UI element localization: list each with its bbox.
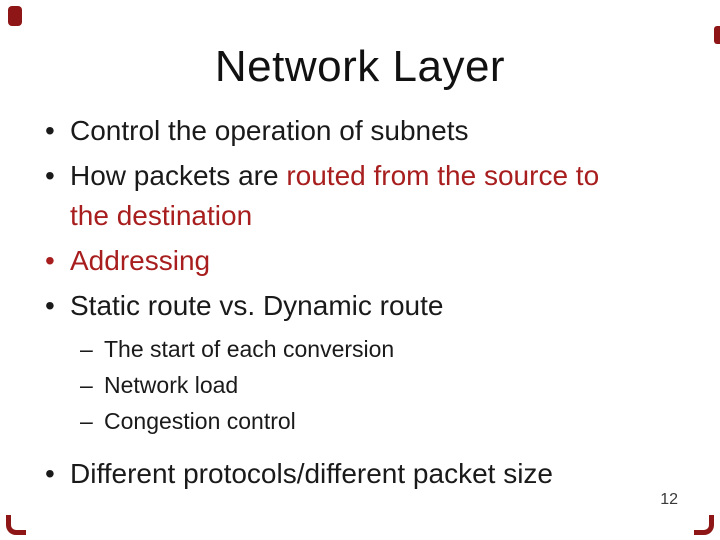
slide-title: Network Layer	[214, 42, 506, 91]
bullet-text-red-segment: routed from the source to	[286, 160, 600, 192]
sub-bullet-item-conversion-start: – The start of each conversion	[80, 331, 673, 367]
bullet-item-control-subnets: • Control the operation of subnets	[45, 111, 673, 151]
sub-bullet-list: – The start of each conversion – Network…	[80, 331, 673, 439]
border-fragment-top-left-icon	[8, 6, 22, 26]
bullet-item-how-packets-routed: • How packets are routed from the source…	[45, 156, 673, 236]
sub-bullet-item-congestion-control: – Congestion control	[80, 403, 673, 439]
sub-bullet-text: Network load	[104, 372, 239, 399]
dash-icon: –	[80, 408, 93, 435]
bullet-item-static-vs-dynamic: • Static route vs. Dynamic route	[45, 286, 673, 326]
bullet-list: • Control the operation of subnets • How…	[45, 111, 673, 494]
sub-bullet-text: Congestion control	[104, 408, 296, 435]
bullet-text: Addressing	[70, 245, 211, 277]
bullet-item-addressing: • Addressing	[45, 241, 673, 281]
bullet-text: Different protocols/different packet siz…	[70, 458, 553, 490]
border-fragment-bottom-right-icon	[694, 515, 714, 535]
border-fragment-bottom-left-icon	[6, 515, 26, 535]
bullet-text-red-segment: the destination	[70, 200, 253, 232]
bullet-icon: •	[45, 290, 55, 322]
sub-bullet-text: The start of each conversion	[104, 336, 395, 363]
border-fragment-right-edge-icon	[714, 26, 720, 44]
bullet-icon: •	[45, 160, 55, 192]
dash-icon: –	[80, 372, 93, 399]
sub-bullet-item-network-load: – Network load	[80, 367, 673, 403]
bullet-text: How packets are routed from the source t…	[70, 156, 599, 236]
page-number: 12	[660, 491, 678, 508]
bullet-text-black-segment: How packets are	[70, 160, 287, 192]
bullet-text: Static route vs. Dynamic route	[70, 290, 444, 322]
bullet-icon: •	[45, 245, 55, 277]
bullet-item-different-protocols: • Different protocols/different packet s…	[45, 454, 673, 494]
bullet-icon: •	[45, 115, 55, 147]
bullet-text: Control the operation of subnets	[70, 115, 469, 147]
bullet-icon: •	[45, 458, 55, 490]
dash-icon: –	[80, 336, 93, 363]
